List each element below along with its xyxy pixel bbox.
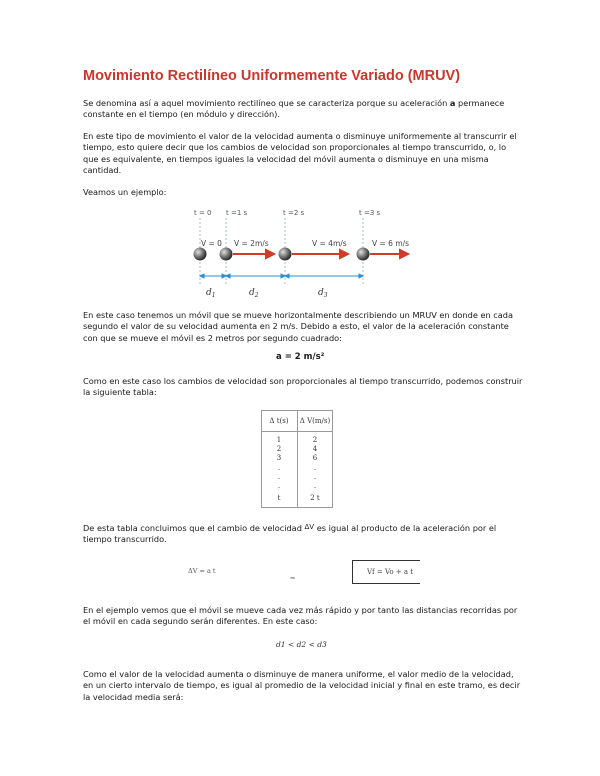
mruv-diagram: t = 0 t =1 s t =2 s t =3 s V = 0 V = 2m/…: [193, 209, 410, 299]
table-cell: 6: [312, 454, 318, 462]
distance-label-d1: d1: [206, 288, 216, 299]
velocity-label-2: V = 4m/s: [312, 239, 347, 248]
paragraph-conclusion: De esta tabla concluimos que el cambio d…: [83, 522, 523, 546]
time-label-1: t =1 s: [226, 209, 248, 217]
time-label-3: t =3 s: [359, 209, 381, 217]
paragraph-case: En este caso tenemos un móvil que se mue…: [83, 310, 514, 343]
text: permanece constante en el tiempo (en mód…: [83, 98, 505, 120]
distance-label-d3: d3: [318, 288, 328, 299]
table-cell: 3: [276, 454, 282, 462]
time-label-2: t =2 s: [283, 209, 305, 217]
paragraph-definition: Se denomina así a aquel movimiento recti…: [83, 98, 523, 121]
table-header-dt: Δ t(s): [269, 417, 289, 425]
text: es igual al producto de la aceleración p…: [83, 523, 497, 545]
table-cell: .: [277, 473, 281, 481]
table-cell: .: [277, 464, 281, 472]
paragraph-example-intro: Veamos un ejemplo:: [83, 187, 167, 197]
delta-v-symbol: ΔV: [304, 523, 315, 531]
ball-t2: [278, 247, 292, 261]
velocity-time-table: Δ t(s) Δ V(m/s) 1 2 3 . . . t 2 4 6 . . …: [261, 410, 333, 508]
table-cell: 1: [276, 436, 282, 444]
table-cell: 4: [312, 445, 318, 453]
paragraph-explanation: En este tipo de movimiento el valor de l…: [83, 131, 517, 176]
page-title: Movimiento Rectilíneo Uniformemente Vari…: [83, 68, 461, 84]
ball-t0: [193, 247, 207, 261]
table-cell: .: [313, 464, 317, 472]
equation-left: ΔV = a t: [188, 567, 216, 575]
table-cell: .: [313, 473, 317, 481]
equation-right: Vf = Vo + a t: [367, 568, 414, 576]
table-cell: 2: [276, 445, 282, 453]
text: De esta tabla concluimos que el cambio d…: [83, 523, 305, 533]
table-cell: 2 t: [310, 494, 320, 502]
time-label-0: t = 0: [194, 209, 212, 217]
equation-arrow: ⇒: [290, 575, 296, 582]
bold-a: a: [449, 98, 456, 108]
ball-t1: [219, 247, 233, 261]
distance-label-d2: d2: [249, 288, 259, 299]
equation-right-box: Vf = Vo + a t: [352, 560, 420, 584]
table-cell: .: [277, 482, 281, 490]
table-cell: t: [277, 494, 281, 502]
velocity-label-0: V = 0: [201, 239, 222, 248]
paragraph-mean-velocity: Como el valor de la velocidad aumenta o …: [83, 669, 521, 702]
paragraph-distances: En el ejemplo vemos que el móvil se muev…: [83, 605, 518, 627]
text: Se denomina así a aquel movimiento recti…: [83, 98, 450, 108]
velocity-label-1: V = 2m/s: [234, 239, 269, 248]
table-cell: .: [313, 482, 317, 490]
distance-inequality: d1 < d2 < d3: [276, 640, 327, 649]
velocity-label-3: V = 6 m/s: [372, 239, 409, 248]
table-header-dv: Δ V(m/s): [299, 417, 331, 425]
paragraph-table-intro: Como en este caso los cambios de velocid…: [83, 376, 523, 398]
table-cell: 2: [312, 436, 318, 444]
acceleration-formula: a = 2 m/s²: [276, 352, 325, 362]
ball-t3: [356, 247, 370, 261]
